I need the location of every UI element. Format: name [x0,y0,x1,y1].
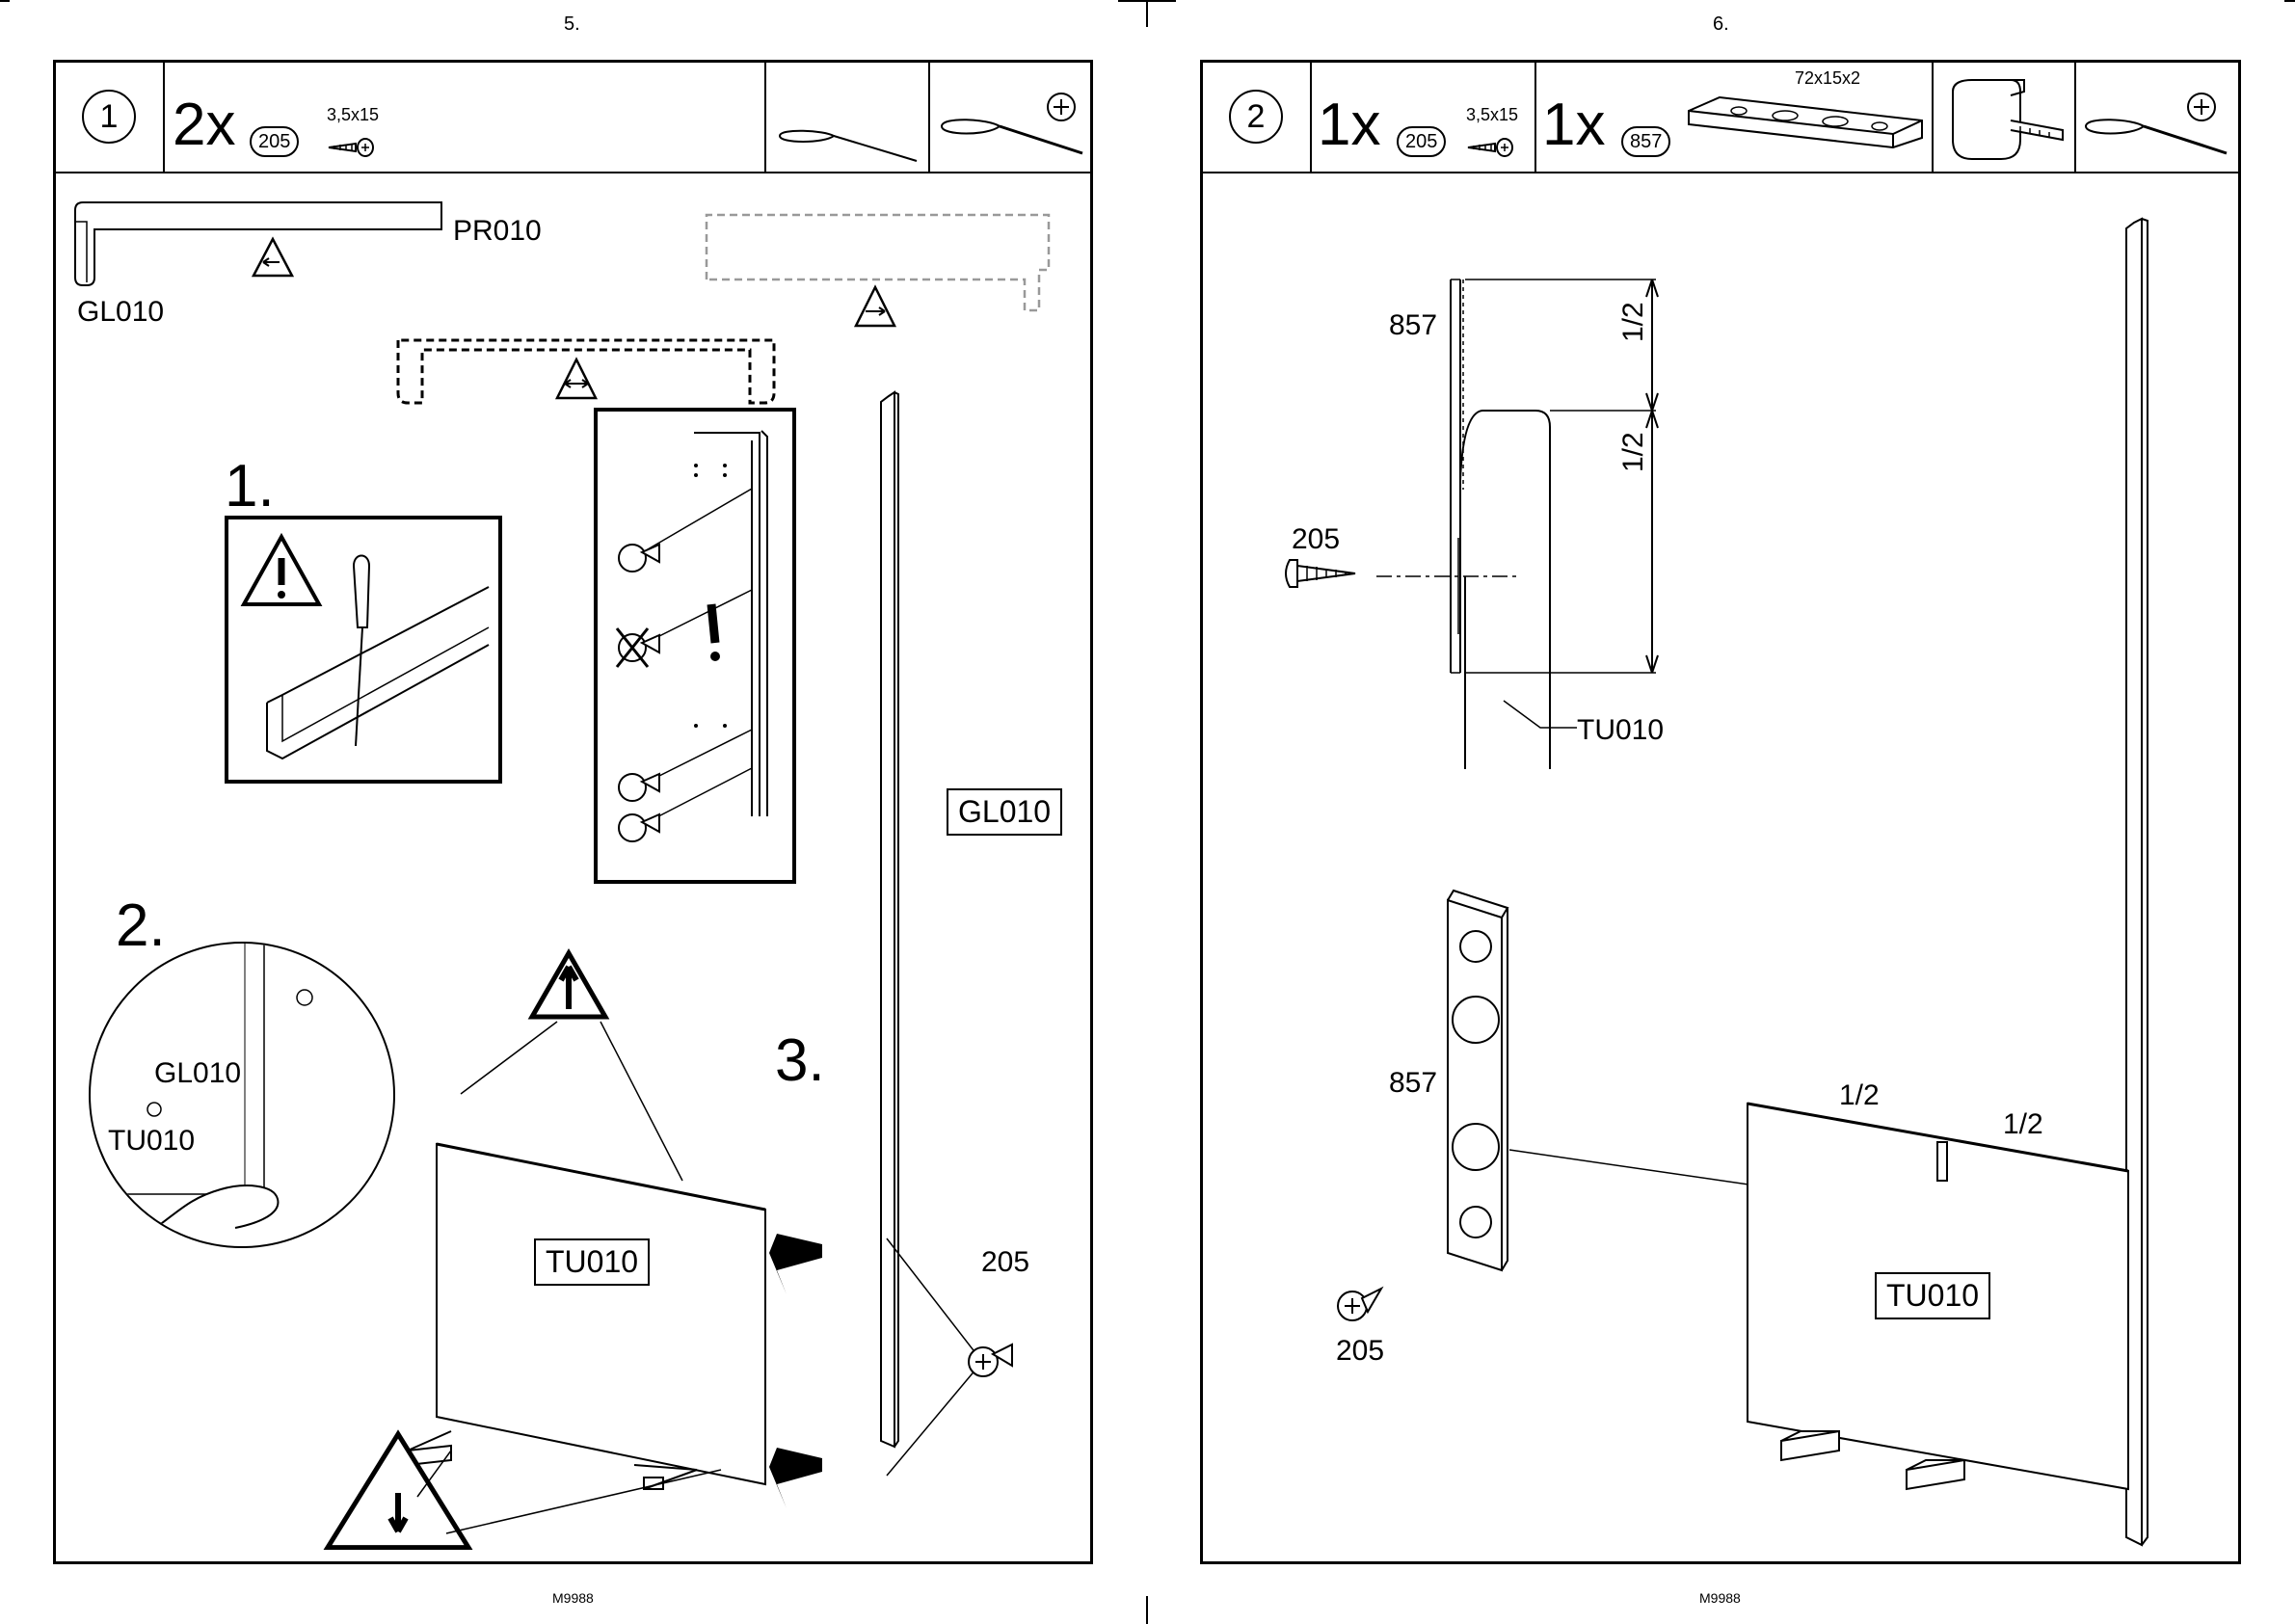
label-tu010-panel: TU010 [1875,1272,1990,1319]
page-number: 5. [564,13,580,36]
label-857-top: 857 [1389,309,1437,342]
label-half-left: 1/2 [1839,1079,1880,1112]
bracket-icon [1681,92,1932,149]
step-number-cell: 2 [1203,63,1312,172]
bracket-cell: 1x 857 72x15x2 [1536,63,1934,172]
substep-1-label: 1. [225,452,275,520]
crop-mark [2284,0,2295,2]
step-panel-2: 2 1x 205 3,5x15 1x 857 72x15x2 [1200,60,2241,1564]
screw-205-top [1278,554,1374,593]
screw-size: 3,5x15 [327,105,379,125]
screw-detail-illustration [598,412,794,882]
part-ref: 205 [250,126,299,157]
tool-cell [766,63,930,172]
quantity: 1x [1542,95,1605,155]
label-gl010-side: GL010 [947,788,1062,836]
substep-1-box [225,516,502,784]
screw-icon [327,136,385,159]
screw-size: 3,5x15 [1466,105,1518,125]
part-ref: 205 [1397,126,1446,157]
label-pr010: PR010 [453,215,542,248]
label-gl010: GL010 [77,296,164,329]
tape-measure-icon [1943,72,2068,169]
phillips-screwdriver-icon [2082,92,2236,169]
label-screw-205: 205 [981,1246,1029,1279]
panel-tu010 [1203,1026,2238,1566]
crop-mark [1146,1596,1148,1624]
tool-cell [930,63,1090,172]
crop-mark [1146,0,1148,27]
page-footer: M9988 [552,1590,594,1606]
label-screw-205-top: 205 [1292,523,1340,556]
parts-cell: 2x 205 3,5x15 [165,63,766,172]
step-number: 2 [1229,90,1283,144]
step-header: 2 1x 205 3,5x15 1x 857 72x15x2 [1203,63,2238,173]
page-number: 6. [1713,13,1729,36]
parts-cell: 1x 205 3,5x15 [1312,63,1536,172]
quantity: 1x [1318,95,1380,155]
label-half-right: 1/2 [2003,1108,2043,1141]
step-number-cell: 1 [56,63,165,172]
page-footer: M9988 [1699,1590,1741,1606]
part-ref: 857 [1621,126,1670,157]
label-half-bottom: 1/2 [1617,432,1650,472]
screwdriver-icon [776,122,921,167]
label-tu010-panel: TU010 [534,1238,650,1286]
tu010-leader [1502,699,1579,737]
screw-detail-box [594,408,796,884]
phillips-screwdriver-icon [938,92,1092,169]
crop-mark [0,0,10,2]
bracket-position-diagram [1203,172,2238,557]
profile-scribe-illustration [228,519,498,780]
quantity: 2x [173,95,235,155]
tool-cell [1934,63,2076,172]
step-header: 1 2x 205 3,5x15 [56,63,1090,173]
step-number: 1 [82,90,136,144]
label-tu010-top: TU010 [1577,714,1664,747]
label-half-top: 1/2 [1617,302,1650,342]
step-panel-1: 1 2x 205 3,5x15 [53,60,1093,1564]
bracket-size: 72x15x2 [1795,68,1860,89]
screw-icon [1466,136,1524,159]
handle-profiles-diagram [56,172,1090,413]
tool-cell [2076,63,2238,172]
